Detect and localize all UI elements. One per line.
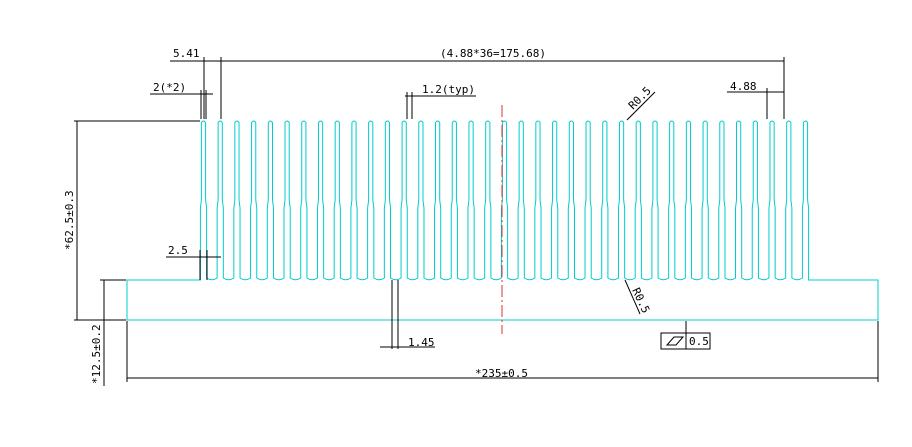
- edge-offset-label: 5.41: [173, 47, 200, 60]
- fin-span-label: (4.88*36=175.68): [440, 47, 546, 60]
- radius-top-label: R0.5: [626, 84, 654, 112]
- radius-bottom-label: R0.5: [629, 286, 652, 316]
- dimension-lines: [74, 57, 879, 386]
- radius-top-leader: [626, 91, 656, 121]
- heatsink-profile: [126, 120, 879, 321]
- parallelogram-icon: [665, 336, 685, 346]
- gap-label: 1.45: [408, 336, 435, 349]
- fin-root-label: 2.5: [168, 244, 188, 257]
- base-height-label: *12.5±0.2: [90, 324, 103, 384]
- heatsink-outline: [126, 120, 879, 321]
- flatness-symbol: [660, 332, 711, 350]
- radius-bottom-leader: [624, 279, 641, 315]
- fin-tip-label: 2(*2): [153, 81, 186, 94]
- total-height-label: *62.5±0.3: [63, 190, 76, 250]
- flatness-value: 0.5: [689, 335, 709, 348]
- total-width-label: *235±0.5: [475, 367, 528, 380]
- fin-thickness-label: 1.2(typ): [422, 83, 475, 96]
- pitch-label: 4.88: [730, 80, 757, 93]
